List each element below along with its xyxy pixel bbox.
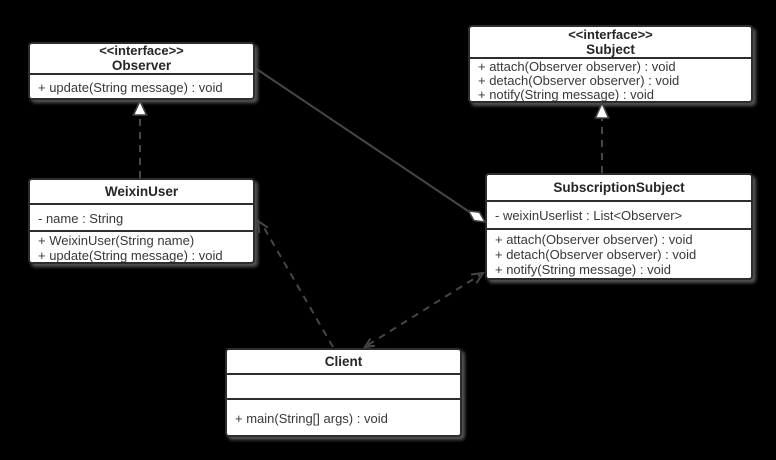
method-item: + attach(Observer observer) : void [495, 232, 693, 247]
class-name: WeixinUser [104, 184, 179, 199]
method-item: + detach(Observer observer) : void [478, 72, 680, 88]
class-name: Client [324, 354, 363, 369]
method-item: + attach(Observer observer) : void [478, 58, 676, 74]
method-item: + notify(String message) : void [478, 86, 654, 101]
class-header: SubscriptionSubject [487, 175, 751, 200]
method-item: + main(String[] args) : void [235, 410, 388, 426]
realization-edge-weixinuser-observer [132, 99, 148, 178]
attributes-compartment-empty [227, 373, 460, 398]
methods-compartment: + attach(Observer observer) : void + det… [470, 57, 751, 101]
class-observer: <<interface>> Observer + update(String m… [28, 42, 255, 100]
realization-edge-subscriptionsubject-subject [594, 100, 610, 173]
methods-compartment: + main(String[] args) : void [227, 398, 460, 435]
class-subscriptionsubject: SubscriptionSubject - weixinUserlist : L… [485, 173, 753, 280]
class-header: <<interface>> Observer [30, 44, 253, 73]
class-header: <<interface>> Subject [470, 27, 751, 57]
class-name: Subject [586, 41, 635, 57]
aggregation-edge-observer-subscriptionsubject [254, 67, 487, 224]
dependency-edge-client-subscriptionsubject [363, 271, 486, 349]
dependency-edge-client-weixinuser [256, 218, 334, 348]
attribute-item: - weixinUserlist : List<Observer> [495, 208, 683, 223]
method-item: + detach(Observer observer) : void [495, 247, 697, 262]
method-item: + update(String message) : void [38, 247, 223, 263]
stereotype-label: <<interface>> [568, 27, 653, 42]
methods-compartment: + attach(Observer observer) : void + det… [487, 228, 751, 278]
class-name: SubscriptionSubject [553, 180, 685, 195]
methods-compartment: + WeixinUser(String name) + update(Strin… [30, 230, 253, 262]
class-weixinuser: WeixinUser - name : String + WeixinUser(… [28, 178, 255, 264]
method-item: + update(String message) : void [38, 79, 223, 95]
open-arrowhead-reverse [363, 338, 376, 349]
hollow-triangle-arrowhead [132, 99, 148, 116]
open-arrowhead [470, 271, 486, 284]
method-item: + WeixinUser(String name) [38, 232, 195, 248]
open-arrowhead [256, 218, 269, 234]
stereotype-label: <<interface>> [99, 44, 184, 58]
attributes-compartment: - name : String [30, 203, 253, 230]
method-item: + notify(String message) : void [495, 262, 671, 277]
attributes-compartment: - weixinUserlist : List<Observer> [487, 200, 751, 228]
class-client: Client + main(String[] args) : void [225, 348, 462, 437]
attribute-item: - name : String [38, 210, 124, 226]
hollow-diamond [466, 209, 487, 224]
class-header: Client [227, 350, 460, 373]
class-subject: <<interface>> Subject + attach(Observer … [468, 25, 753, 103]
class-name: Observer [111, 58, 172, 73]
hollow-triangle-arrowhead [594, 100, 610, 119]
methods-compartment: + update(String message) : void [30, 73, 253, 98]
class-header: WeixinUser [30, 180, 253, 203]
